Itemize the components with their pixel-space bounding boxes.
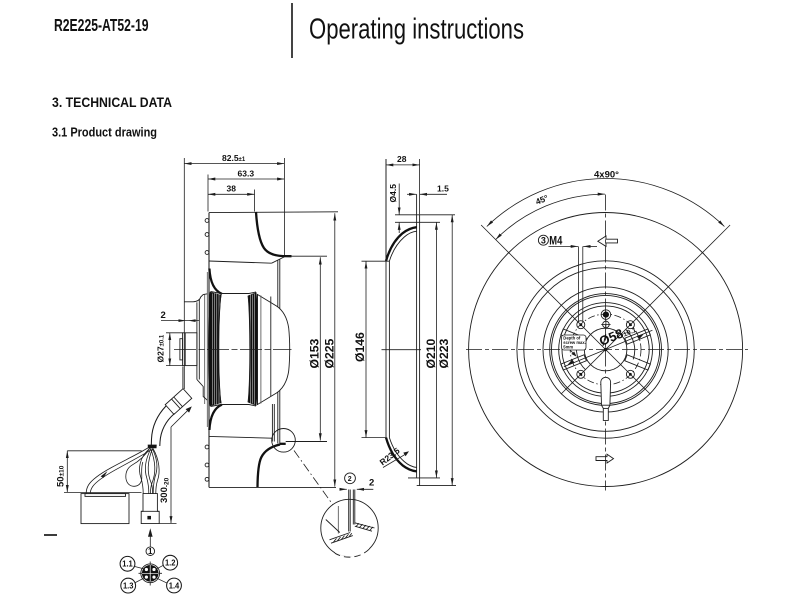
svg-text:1: 1 (148, 547, 153, 556)
svg-text:Ø146: Ø146 (353, 332, 367, 362)
svg-text:28: 28 (397, 154, 407, 164)
svg-text:45°: 45° (534, 192, 550, 206)
svg-text:1.4: 1.4 (169, 581, 180, 590)
svg-text:Operating instructions: Operating instructions (309, 14, 524, 46)
svg-text:3: 3 (541, 235, 546, 245)
svg-text:63.3: 63.3 (238, 168, 255, 178)
svg-text:M4: M4 (549, 236, 562, 248)
svg-text:3. TECHNICAL DATA: 3. TECHNICAL DATA (52, 95, 172, 110)
svg-text:screw max.: screw max. (563, 340, 586, 345)
svg-text:Ø225: Ø225 (323, 338, 337, 368)
svg-text:82.5±1: 82.5±1 (222, 153, 246, 163)
svg-text:Ø153: Ø153 (308, 338, 322, 368)
svg-text:2: 2 (161, 310, 166, 321)
svg-text:1.2: 1.2 (165, 559, 176, 568)
svg-text:1.3: 1.3 (123, 582, 134, 591)
svg-text:Ø223: Ø223 (437, 338, 451, 368)
svg-text:4x90°: 4x90° (594, 170, 619, 181)
svg-text:Depth of: Depth of (563, 336, 581, 341)
svg-text:2: 2 (348, 476, 352, 483)
svg-text:Ø4.5: Ø4.5 (388, 184, 398, 203)
svg-text:Ø27±0.1: Ø27±0.1 (156, 334, 166, 362)
svg-text:2: 2 (369, 478, 374, 489)
svg-text:R2E225-AT52-19: R2E225-AT52-19 (54, 15, 149, 35)
svg-text:1.1: 1.1 (122, 560, 133, 569)
svg-text:300-20: 300-20 (159, 477, 171, 503)
svg-text:Ø210: Ø210 (424, 338, 438, 368)
svg-text:5mm: 5mm (563, 344, 573, 349)
svg-text:3.1 Product drawing: 3.1 Product drawing (52, 125, 157, 140)
svg-text:1.5: 1.5 (437, 184, 449, 194)
svg-text:50±10: 50±10 (56, 465, 67, 487)
svg-text:38: 38 (227, 184, 237, 194)
